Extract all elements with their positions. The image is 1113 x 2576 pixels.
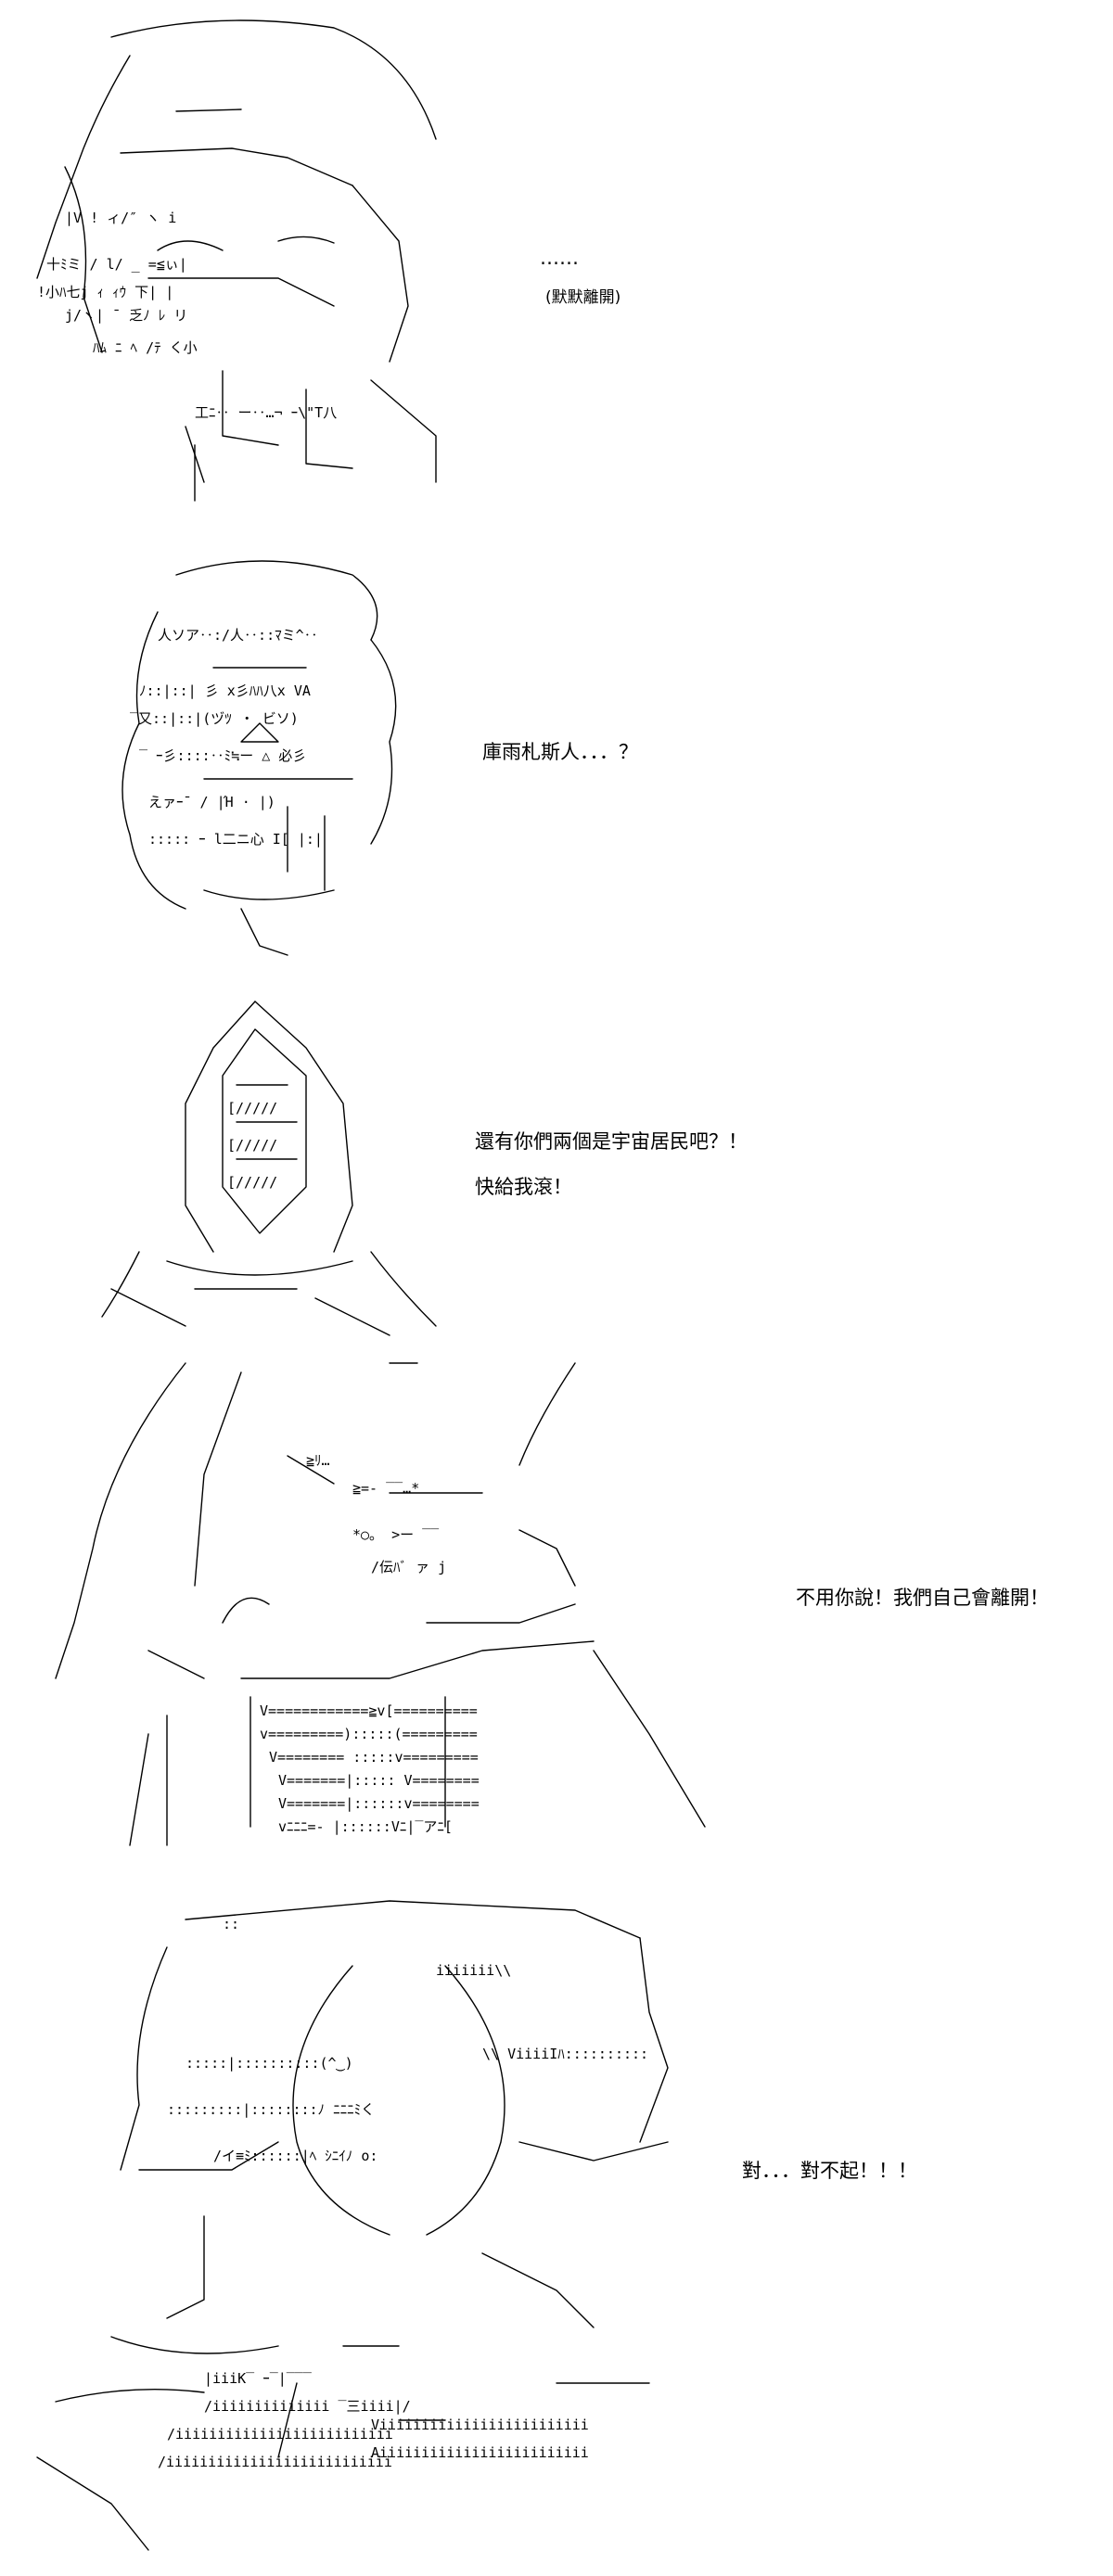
- dialogue-sorry: 對．．．對不起！！！: [742, 2160, 917, 2182]
- ascii-art-angry-character: V============≧v[========== v=========)::…: [55, 1362, 706, 1846]
- svg-text:vﾆﾆﾆ=- |::::::Vﾆ|‾アﾆ[: vﾆﾆﾆ=- |::::::Vﾆ|‾アﾆ[: [278, 1818, 453, 1835]
- ascii-art-hooded-figure: [///// [///// [/////: [101, 1001, 437, 1336]
- svg-text:ﾉ::|::| 彡 x彡ﾊﾊ八x VA: ﾉ::|::| 彡 x彡ﾊﾊ八x VA: [139, 682, 311, 699]
- svg-text:iiiiiii\\: iiiiiii\\: [436, 1962, 511, 1979]
- ascii-art-character-messy-hair: 人ソア‥:/人‥::ﾏミ^‥ ﾉ::|::| 彡 x彡ﾊﾊ八x VA ‾又::|…: [122, 560, 397, 956]
- svg-text:Viiiiiiiiiiiiiiiiiiiiiiiii: Viiiiiiiiiiiiiiiiiiiiiiiii: [371, 2417, 589, 2433]
- dialogue-kuruzas: 庫雨札斯人．．．？: [482, 741, 638, 763]
- svg-text:ﾊﾑ ﾆ ﾍ /ﾃ く小: ﾊﾑ ﾆ ﾍ /ﾃ く小: [93, 339, 198, 356]
- svg-text:えァｰ¯ / |Ή · |): えァｰ¯ / |Ή · |): [148, 794, 275, 810]
- svg-text:/iiiiiiiiiiiiiiiiiiiiiiiiii: /iiiiiiiiiiiiiiiiiiiiiiiiii: [167, 2426, 393, 2442]
- dialogue-silent-dots: ‥‥‥: [540, 247, 580, 269]
- panel-3: [///// [///// [///// 還有你們兩個是宇宙居民吧？！ 快給我滾…: [0, 983, 1113, 1345]
- svg-text:Aiiiiiiiiiiiiiiiiiiiiiiiii: Aiiiiiiiiiiiiiiiiiiiiiiiii: [371, 2444, 589, 2461]
- dialogue-silent-leave: (默默離開): [545, 288, 621, 307]
- panel-4: V============≧v[========== v=========)::…: [0, 1345, 1113, 1864]
- svg-text:v=========):::::(=========: v=========):::::(=========: [260, 1726, 478, 1742]
- svg-text:人ソア‥:/人‥::ﾏミ^‥: 人ソア‥:/人‥::ﾏミ^‥: [158, 627, 318, 644]
- ascii-art-character-cap: |V ! ィ/″ ヽ i 十ﾐミ / l/ _ =≦ぃ| !小ﾊ七j ｨ ｨｳ …: [36, 19, 437, 502]
- svg-text:::…: ::…: [223, 1916, 239, 1932]
- svg-text:工ﾆ‥ ー‥…¬ ｰ\"T八: 工ﾆ‥ ー‥…¬ ｰ\"T八: [195, 404, 337, 421]
- svg-text:|iiiK‾ ｰ‾|‾‾‾: |iiiK‾ ｰ‾|‾‾‾: [204, 2370, 313, 2387]
- svg-text:[/////: [/////: [227, 1137, 277, 1154]
- svg-text:/イ≡ﾐ::::::|ﾍ ｼﾆｲﾉ o:: /イ≡ﾐ::::::|ﾍ ｼﾆｲﾉ o:: [213, 2148, 377, 2164]
- svg-text:V=======|::::: V========: V=======|::::: V========: [278, 1772, 480, 1789]
- svg-text:V======== :::::v=========: V======== :::::v=========: [269, 1749, 479, 1766]
- svg-text:[/////: [/////: [227, 1100, 277, 1116]
- svg-text:|V ! ィ/″ ヽ i: |V ! ィ/″ ヽ i: [65, 210, 176, 226]
- panel-1: |V ! ィ/″ ヽ i 十ﾐミ / l/ _ =≦ぃ| !小ﾊ七j ｨ ｨｳ …: [0, 0, 1113, 519]
- svg-text:≧ﾘ…: ≧ﾘ…: [306, 1452, 330, 1469]
- svg-text:V============≧v[==========: V============≧v[==========: [260, 1702, 478, 1719]
- svg-text:[/////: [/////: [227, 1174, 277, 1191]
- svg-text:/iiiiiiiiiiiiii ‾三iiii|/: /iiiiiiiiiiiiii ‾三iiii|/: [204, 2398, 411, 2415]
- svg-text:‾ ｰ彡::::‥ﾐ≒ー △ 必彡: ‾ ｰ彡::::‥ﾐ≒ー △ 必彡: [139, 747, 306, 764]
- dialogue-we-will-leave: 不用你說！我們自己會離開！: [796, 1587, 1049, 1609]
- svg-text:/iiiiiiiiiiiiiiiiiiiiiiiiiii: /iiiiiiiiiiiiiiiiiiiiiiiiiii: [158, 2454, 392, 2470]
- svg-text::::::::::|::::::::ﾉ ﾆﾆﾆﾐく: :::::::::|::::::::ﾉ ﾆﾆﾆﾐく: [167, 2101, 375, 2118]
- panel-5: ::… iiiiiii\\ :::::|::::::::::(^‿) \\ Vi…: [0, 1864, 1113, 2576]
- svg-text:‾又::|::|(ヅﾂ ・ ビソ): ‾又::|::|(ヅﾂ ・ ビソ): [130, 710, 299, 727]
- svg-text:≧=- ‾‾…*: ≧=- ‾‾…*: [352, 1480, 419, 1497]
- svg-text:j/ヽ| ¯ 乏ﾉ ﾚ リ: j/ヽ| ¯ 乏ﾉ ﾚ リ: [65, 307, 187, 324]
- svg-text:\\ ViiiiIﾊ::::::::::: \\ ViiiiIﾊ::::::::::: [482, 2046, 648, 2062]
- svg-text:V=======|::::::v========: V=======|::::::v========: [278, 1795, 480, 1812]
- svg-text:!小ﾊ七j ｨ ｨｳ 下| |: !小ﾊ七j ｨ ｨｳ 下| |: [37, 284, 173, 300]
- dialogue-space-residents: 還有你們兩個是宇宙居民吧？！: [475, 1130, 748, 1153]
- svg-text:*○。 >ー ‾‾: *○。 >ー ‾‾: [352, 1526, 440, 1543]
- svg-text:/伝ﾊﾞ ァ j: /伝ﾊﾞ ァ j: [371, 1559, 446, 1575]
- ascii-art-apologizing-character: ::… iiiiiii\\ :::::|::::::::::(^‿) \\ Vi…: [36, 1900, 669, 2551]
- panel-2: 人ソア‥:/人‥::ﾏミ^‥ ﾉ::|::| 彡 x彡ﾊﾊ八x VA ‾又::|…: [0, 538, 1113, 974]
- svg-text:十ﾐミ / l/ _ =≦ぃ|: 十ﾐミ / l/ _ =≦ぃ|: [46, 256, 187, 273]
- svg-text:::::: ｰ l二ニ心 I[ |:|: ::::: ｰ l二ニ心 I[ |:|: [148, 831, 323, 848]
- svg-text::::::|::::::::::(^‿): :::::|::::::::::(^‿): [186, 2055, 353, 2072]
- dialogue-get-lost: 快給我滾！: [475, 1176, 572, 1198]
